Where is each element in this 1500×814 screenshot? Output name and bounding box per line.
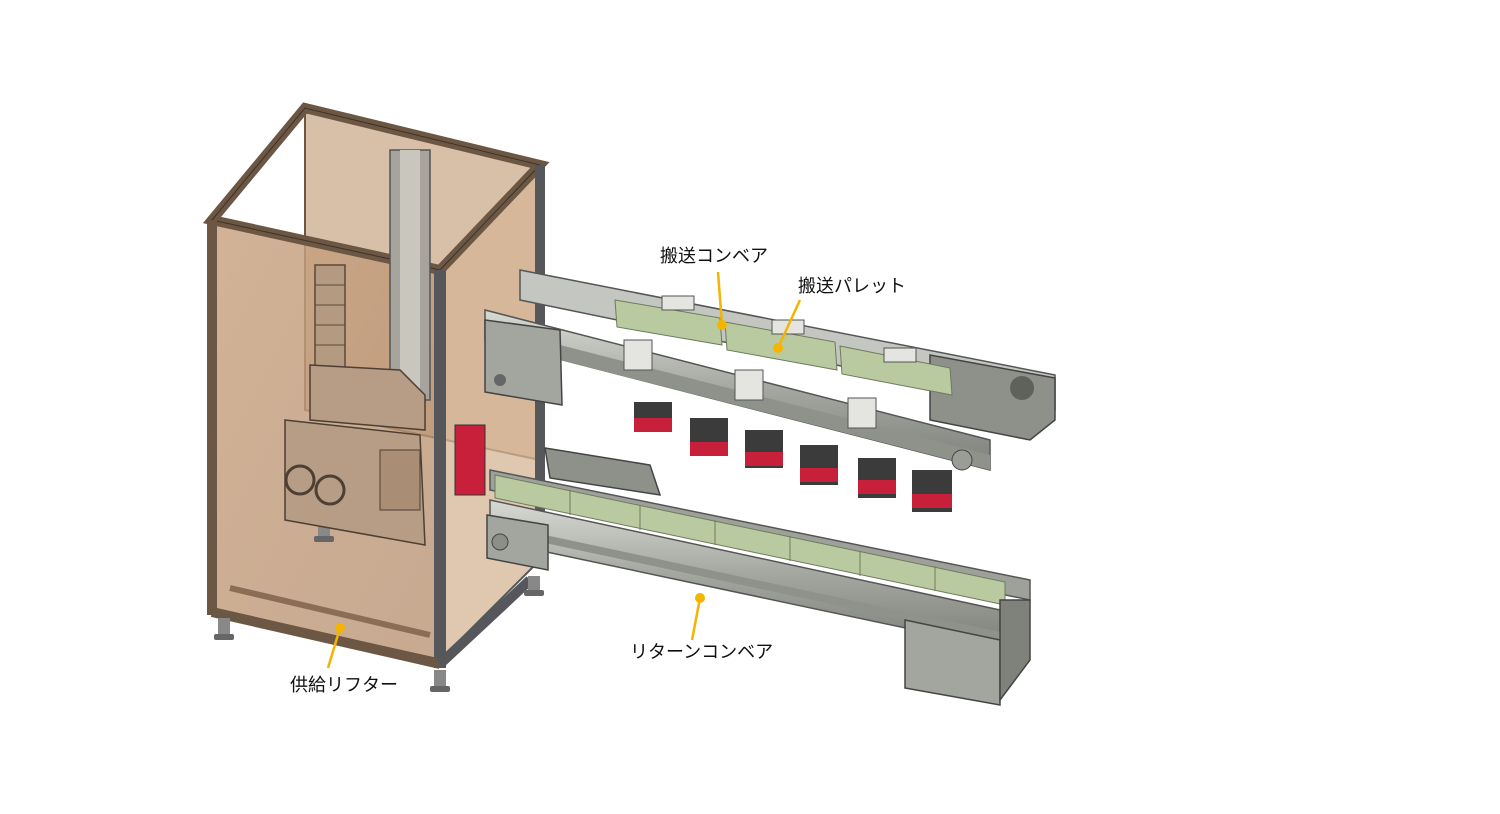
return-conveyor-body (486, 447, 1031, 706)
callout-label-supply-lifter: 供給リフター (290, 675, 398, 696)
callout-dot-return-conveyor (695, 593, 705, 603)
actuators (454, 402, 952, 512)
supply-lifter-frame (202, 102, 550, 692)
callout-dot-transfer-pallet (773, 343, 783, 353)
callout-leaders (326, 271, 802, 669)
callout-dot-supply-lifter (335, 623, 345, 633)
callout-label-return-conveyor: リターンコンベア (630, 642, 774, 663)
callout-label-transfer-pallet: 搬送パレット (798, 276, 906, 297)
callout-dot-transfer-conveyor (717, 320, 727, 330)
callout-label-transfer-conveyor: 搬送コンベア (660, 246, 768, 267)
transfer-conveyor-body (484, 269, 1056, 471)
